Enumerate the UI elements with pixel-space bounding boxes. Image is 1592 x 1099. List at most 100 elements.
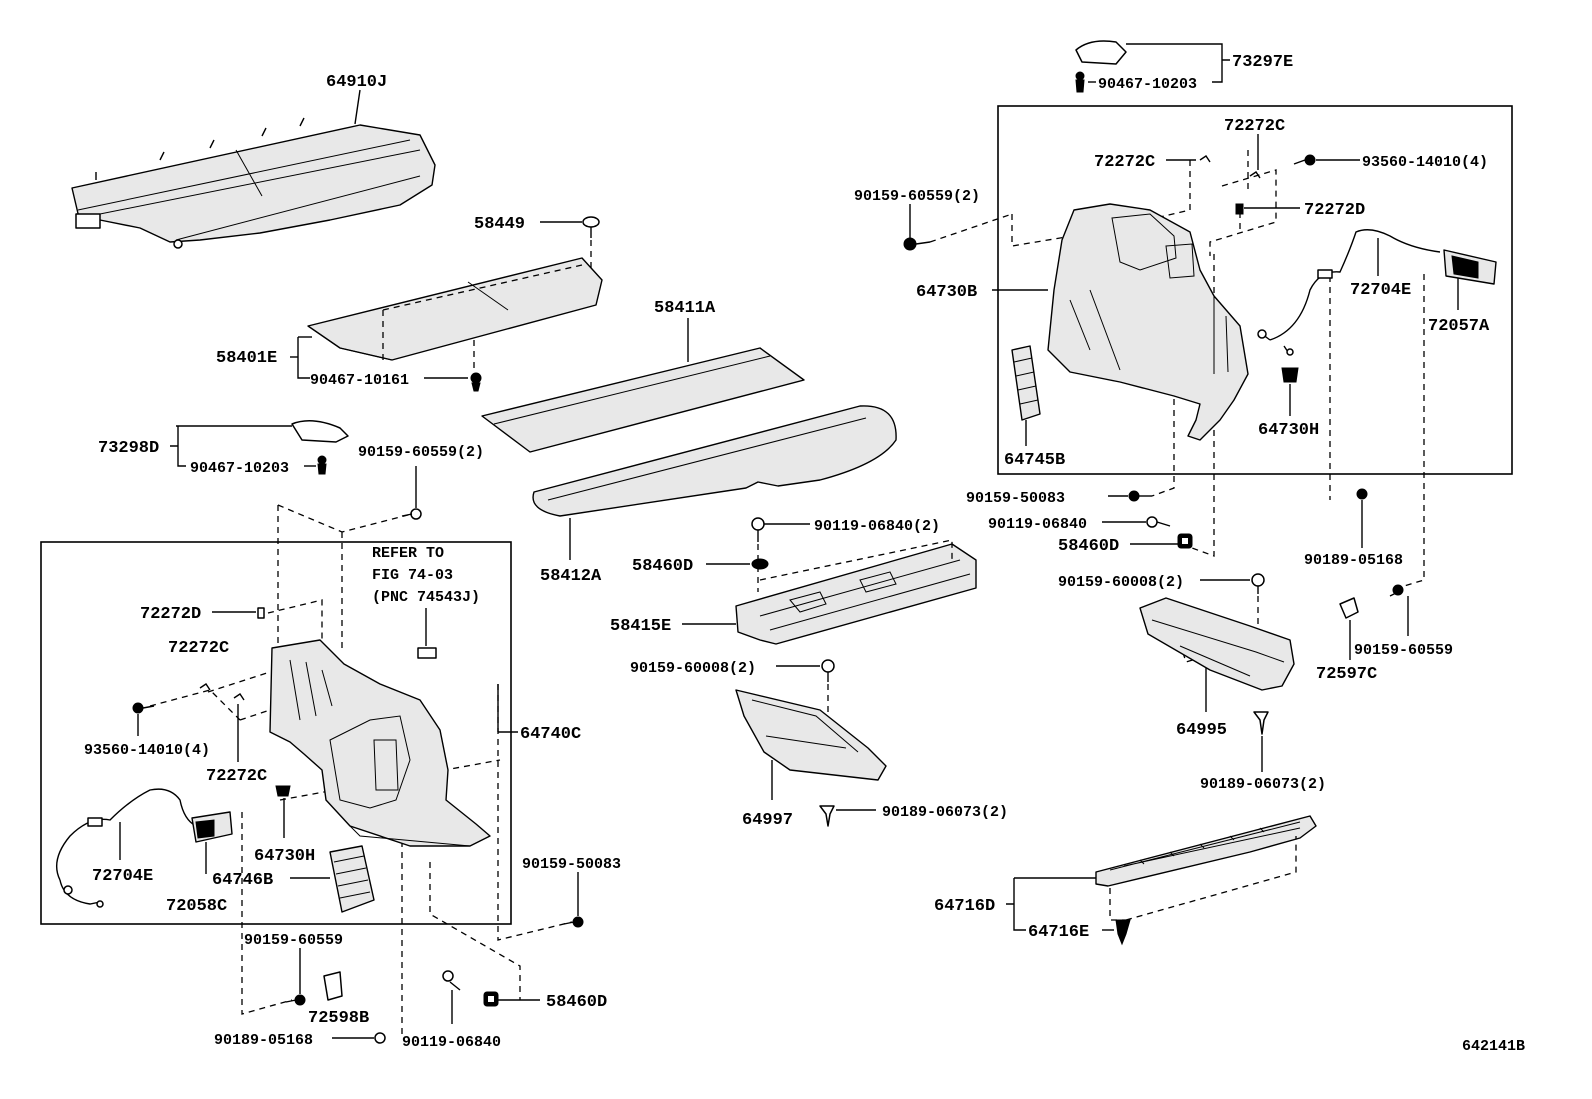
label-72704E-left: 72704E: [92, 867, 153, 886]
label-90189-06073-2-mid: 90189-06073(2): [882, 804, 1008, 821]
lamp-72057A: [1443, 249, 1497, 285]
tag-72598B: [323, 971, 343, 1001]
label-72058C: 72058C: [166, 897, 227, 916]
label-90119-06840-bottom: 90119-06840: [402, 1034, 501, 1051]
screw-90159-60008-mid: [821, 659, 835, 682]
fastener-90467-10161: [470, 372, 482, 392]
clip-58460D-mid: [751, 558, 769, 570]
screw-90119-06840-mid: [751, 517, 765, 542]
label-90159-50083-mid: 90159-50083: [522, 856, 621, 873]
fastener-90467-10203-left: [317, 455, 327, 475]
label-72272D-left: 72272D: [140, 605, 201, 624]
label-72272C-right-b: 72272C: [1094, 153, 1155, 172]
screw-93560-14010-left: [132, 702, 155, 714]
screw-90119-06840-bottom: [442, 970, 461, 991]
screw-90159-60008-right: [1251, 573, 1265, 594]
label-58460D-bottom: 58460D: [546, 993, 607, 1012]
screw-90189-06073-mid: [819, 805, 835, 827]
screw-90119-06840-right: [1146, 516, 1171, 528]
label-72272C-left-b: 72272C: [206, 767, 267, 786]
screw-90159-60559-right: [903, 237, 931, 251]
label-64740C: 64740C: [520, 725, 581, 744]
left-detail-box: [40, 541, 512, 925]
screw-93560-14010-right: [1293, 154, 1316, 166]
floor-mat-58411A: [481, 347, 805, 453]
label-90159-60008-2-mid: 90159-60008(2): [630, 660, 756, 677]
label-72057A: 72057A: [1428, 317, 1490, 336]
label-90467-10203-right: 90467-10203: [1098, 76, 1197, 93]
label-90159-50083-right: 90159-50083: [966, 490, 1065, 507]
label-58401E: 58401E: [216, 349, 277, 368]
tray-58415E: [735, 543, 977, 645]
tray-64995: [1139, 597, 1295, 691]
label-90467-10161: 90467-10161: [310, 372, 409, 389]
tag-72597C: [1339, 597, 1359, 619]
label-58412A: 58412A: [540, 567, 602, 586]
label-90467-10203-left: 90467-10203: [190, 460, 289, 477]
label-90189-05168-right: 90189-05168: [1304, 552, 1403, 569]
scuff-plate-64716D: [1095, 815, 1317, 887]
lamp-72058C: [191, 811, 233, 843]
quarter-trim-64730B: [1047, 203, 1249, 441]
clip-64716E: [1115, 919, 1131, 946]
label-93560-14010-4-left: 93560-14010(4): [84, 742, 210, 759]
vent-64746B: [329, 845, 375, 913]
refer-note-line1: REFER TO: [372, 545, 444, 562]
refer-note-line2: FIG 74-03: [372, 567, 453, 584]
label-72704E-right: 72704E: [1350, 281, 1411, 300]
clip-58460D-bottom: [483, 991, 499, 1007]
label-58415E: 58415E: [610, 617, 671, 636]
label-90159-60559-2-left: 90159-60559(2): [358, 444, 484, 461]
label-64997: 64997: [742, 811, 793, 830]
clip-58460D-right: [1177, 533, 1193, 549]
label-64730H-right: 64730H: [1258, 421, 1319, 440]
label-72597C: 72597C: [1316, 665, 1377, 684]
screw-90189-06073-right: [1253, 711, 1269, 735]
label-64745B: 64745B: [1004, 451, 1065, 470]
label-64730H-left: 64730H: [254, 847, 315, 866]
harness-72704E-left: [56, 788, 197, 908]
quarter-trim-64740C: [269, 639, 491, 847]
nut-90189-05168-bottom: [374, 1032, 386, 1044]
clip-64730H-right: [1281, 367, 1299, 383]
label-64910J: 64910J: [326, 73, 387, 92]
screw-90159-60559-right-lower: [1389, 584, 1404, 597]
diagram-id: 642141B: [1462, 1038, 1525, 1055]
label-90189-05168-bottom: 90189-05168: [214, 1032, 313, 1049]
label-64716D: 64716D: [934, 897, 995, 916]
label-90159-60008-2-right: 90159-60008(2): [1058, 574, 1184, 591]
clip-58449: [582, 216, 600, 238]
clip-72272C-left-b: [233, 693, 245, 701]
clip-64730H-left: [275, 785, 291, 797]
cover-73298D: [291, 420, 349, 443]
clip-72272C-right-b: [1249, 171, 1261, 179]
vent-64745B: [1011, 345, 1041, 421]
label-90159-60559-bottom: 90159-60559: [244, 932, 343, 949]
screw-90159-60559-left: [401, 508, 422, 520]
bracket-58401E: [290, 336, 312, 379]
deck-board-58401E: [307, 257, 603, 361]
label-64746B: 64746B: [212, 871, 273, 890]
screw-90159-50083-right: [1128, 490, 1152, 502]
tray-64997: [735, 689, 887, 781]
label-58460D-right: 58460D: [1058, 537, 1119, 556]
label-64995: 64995: [1176, 721, 1227, 740]
fastener-90467-10203-right: [1075, 71, 1085, 93]
refer-note-line3: (PNC 74543J): [372, 589, 480, 606]
nut-90189-05168-right: [1356, 488, 1368, 506]
label-72598B: 72598B: [308, 1009, 369, 1028]
label-64716E: 64716E: [1028, 923, 1089, 942]
label-90119-06840-right: 90119-06840: [988, 516, 1087, 533]
screw-90159-50083-mid: [563, 916, 584, 928]
cover-73297E: [1075, 40, 1127, 65]
label-90189-06073-2-right: 90189-06073(2): [1200, 776, 1326, 793]
label-58449: 58449: [474, 215, 525, 234]
label-90119-06840-2: 90119-06840(2): [814, 518, 940, 535]
screw-90159-60559-bottom: [285, 994, 306, 1006]
clip-72272C-left-a: [199, 683, 211, 691]
label-64730B: 64730B: [916, 283, 977, 302]
refer-note-tag: [417, 647, 437, 659]
label-58460D-mid: 58460D: [632, 557, 693, 576]
label-90159-60559-right: 90159-60559: [1354, 642, 1453, 659]
